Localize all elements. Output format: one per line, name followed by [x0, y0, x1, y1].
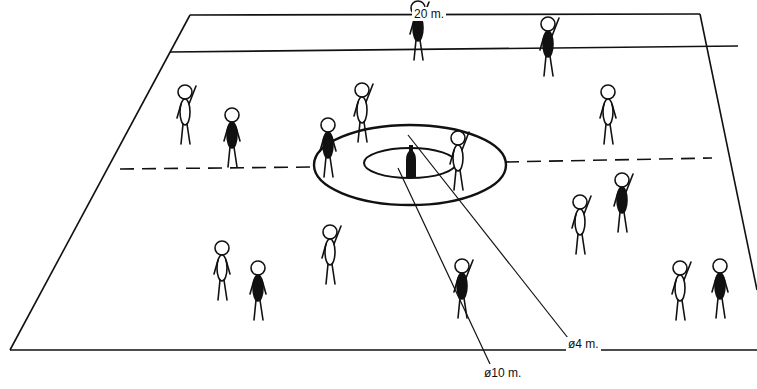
player-figure: [322, 225, 341, 284]
player-figure: [214, 241, 230, 300]
player-figure: [320, 118, 336, 177]
player-figure: [177, 85, 196, 144]
near-line: [10, 349, 757, 351]
players: [177, 1, 728, 320]
bottle: [406, 145, 416, 178]
dimension-label: ø10 m.: [482, 366, 523, 380]
player-figure: [540, 17, 559, 76]
player-figure: [672, 261, 691, 320]
leader-line: [398, 168, 490, 364]
side-line: [10, 15, 190, 350]
player-figure: [614, 173, 633, 232]
side-line: [700, 14, 757, 290]
player-figure: [224, 108, 240, 167]
leader-line: [408, 135, 568, 338]
center-line: [505, 158, 712, 162]
player-figure: [572, 195, 591, 254]
player-figure: [250, 261, 266, 320]
player-figure: [454, 259, 473, 318]
goal-line: [170, 46, 738, 52]
field-lines: [10, 14, 757, 364]
player-figure: [450, 131, 469, 190]
player-figure: [354, 83, 373, 142]
dimension-label: ø4 m.: [566, 337, 601, 351]
player-figure: [600, 85, 616, 144]
center-line: [120, 167, 315, 169]
player-figure: [712, 259, 728, 318]
dimension-label: 20 m.: [412, 7, 446, 21]
